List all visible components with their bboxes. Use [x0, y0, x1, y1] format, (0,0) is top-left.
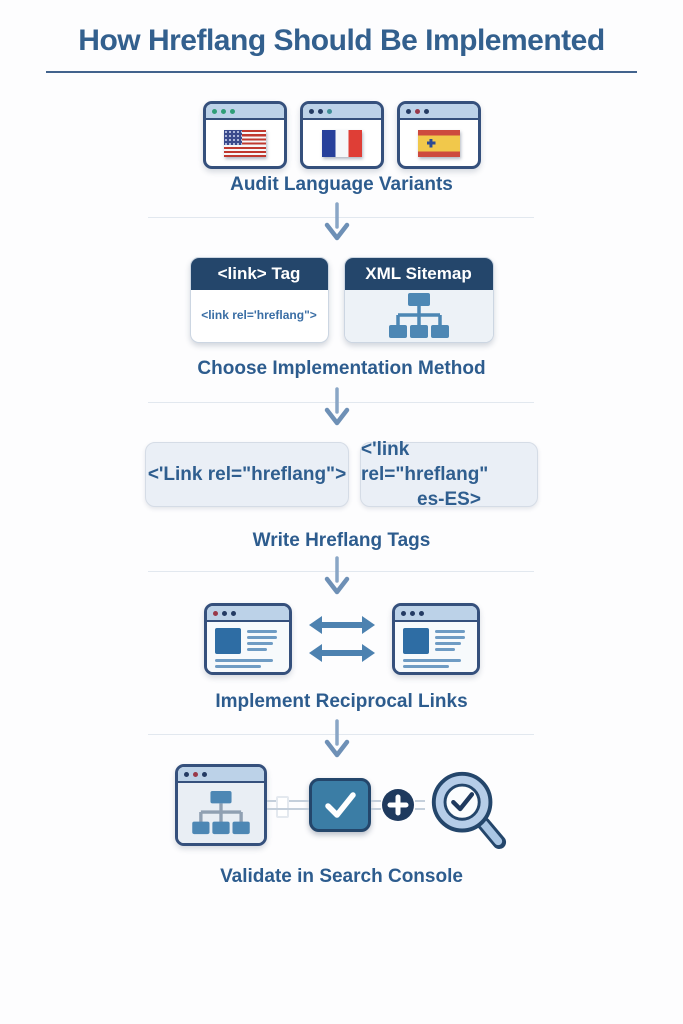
double-arrow-icon	[308, 616, 375, 662]
window-dot-icon	[317, 108, 323, 114]
window-dot-icon	[183, 771, 189, 777]
browser-titlebar	[302, 104, 381, 120]
checkmark-icon	[324, 792, 356, 818]
page-title: How Hreflang Should Be Implemented	[78, 24, 605, 57]
window-dot-icon	[220, 108, 226, 114]
window-dot-icon	[326, 108, 332, 114]
card-header: XML Sitemap	[344, 258, 493, 290]
section-divider	[148, 734, 534, 735]
section-divider	[148, 571, 534, 572]
sitemap-icon	[388, 293, 449, 338]
image-placeholder	[214, 628, 241, 654]
window-dot-icon	[201, 771, 207, 777]
sitemap-icon	[191, 790, 250, 835]
card-header: <link> Tag	[190, 258, 328, 290]
code-line: <'link rel="hreflang"	[361, 439, 489, 485]
webpage-window-left	[203, 603, 292, 675]
browser-titlebar	[394, 606, 477, 622]
code-line: es-ES>	[417, 489, 481, 510]
window-dot-icon	[423, 108, 429, 114]
browser-window-france	[299, 101, 384, 169]
magnifier-check-icon	[431, 771, 506, 850]
window-dot-icon	[221, 610, 227, 616]
flag-us-icon	[223, 129, 266, 157]
down-arrow-icon	[324, 719, 350, 758]
down-arrow-icon	[324, 387, 350, 426]
sitemap-window	[174, 764, 267, 846]
plug-notch	[275, 796, 289, 818]
hreflang-code-box-es: <'link rel="hreflang" es-ES>	[360, 439, 538, 510]
hreflang-code-box: <'Link rel="hreflang">	[145, 442, 349, 507]
code-line: <'Link rel="hreflang">	[147, 464, 347, 485]
section-divider	[148, 402, 534, 403]
step5-label: Validate in Search Console	[220, 866, 463, 887]
step2-label: Choose Implementation Method	[197, 358, 486, 379]
title-divider	[46, 71, 637, 73]
page-wireframe	[395, 622, 477, 672]
flag-france-icon	[321, 129, 362, 157]
step1-icons-row	[0, 101, 683, 169]
browser-titlebar	[177, 767, 264, 783]
step5-row	[0, 760, 683, 850]
window-dot-icon	[212, 610, 218, 616]
window-dot-icon	[192, 771, 198, 777]
webpage-window-right	[391, 603, 480, 675]
window-dot-icon	[230, 610, 236, 616]
window-dot-icon	[308, 108, 314, 114]
step4-row	[0, 603, 683, 675]
down-arrow-icon	[324, 556, 350, 595]
window-dot-icon	[409, 610, 415, 616]
plus-icon	[381, 789, 414, 821]
browser-titlebar	[206, 606, 289, 622]
connector-line	[370, 800, 381, 810]
window-dot-icon	[418, 610, 424, 616]
window-dot-icon	[405, 108, 411, 114]
window-dot-icon	[211, 108, 217, 114]
validation-checkbox	[308, 778, 371, 832]
xml-sitemap-card: XML Sitemap	[343, 257, 494, 343]
window-dot-icon	[400, 610, 406, 616]
window-dot-icon	[229, 108, 235, 114]
step1-label: Audit Language Variants	[230, 174, 453, 195]
section-divider	[148, 217, 534, 218]
card-code: <link rel='hreflang">	[201, 308, 317, 322]
browser-titlebar	[205, 104, 284, 120]
step3-label: Write Hreflang Tags	[252, 530, 431, 551]
window-dot-icon	[414, 108, 420, 114]
flag-spain-icon	[417, 129, 460, 157]
down-arrow-icon	[324, 202, 350, 241]
connector-line	[266, 796, 309, 818]
browser-window-spain	[396, 101, 481, 169]
step4-label: Implement Reciprocal Links	[215, 691, 468, 712]
image-placeholder	[402, 628, 429, 654]
browser-window-us	[202, 101, 287, 169]
browser-titlebar	[399, 104, 478, 120]
link-tag-card: <link> Tag <link rel='hreflang">	[189, 257, 329, 343]
step2-cards-row: <link> Tag <link rel='hreflang"> XML Sit…	[0, 257, 683, 343]
connector-line	[414, 800, 425, 810]
step3-code-row: <'Link rel="hreflang"> <'link rel="hrefl…	[0, 439, 683, 510]
page-wireframe	[207, 622, 289, 672]
